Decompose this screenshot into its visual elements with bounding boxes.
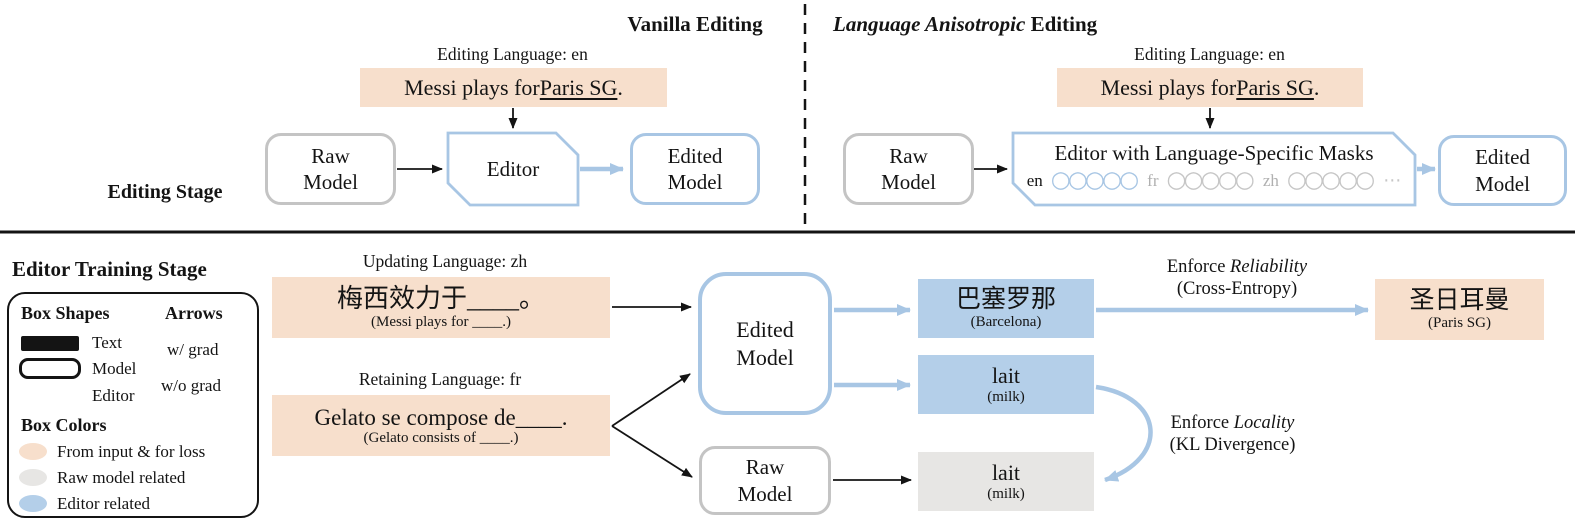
target-answer-text: 圣日耳曼 bbox=[1409, 286, 1510, 314]
retaining-input-box: Gelato se compose de____. (Gelato consis… bbox=[272, 395, 610, 456]
reliability-output-box: 巴塞罗那 (Barcelona) bbox=[918, 279, 1094, 338]
mask-lang-fr: fr bbox=[1147, 170, 1159, 190]
training-edited-model-line2: Model bbox=[736, 344, 794, 370]
legend-blue-swatch bbox=[19, 495, 47, 512]
legend-model-shape-label: Model bbox=[92, 359, 137, 378]
aniso-prompt-end: . bbox=[1313, 74, 1320, 100]
vanilla-editing-language-label: Editing Language: en bbox=[437, 44, 588, 64]
legend-box: Box Shapes Arrows Text Model Editor w/ g… bbox=[7, 292, 259, 518]
vanilla-edited-model-line1: Edited bbox=[667, 143, 723, 168]
training-raw-model-box: Raw Model bbox=[699, 446, 831, 515]
retaining-to-edited-arrow bbox=[611, 373, 691, 427]
vanilla-raw-model-line2: Model bbox=[303, 170, 358, 194]
vanilla-editor-shape bbox=[446, 131, 580, 207]
legend-shapes-title: Box Shapes bbox=[21, 303, 110, 323]
legend-text-shape-swatch bbox=[21, 336, 79, 351]
locality-loss-curved-arrow bbox=[1095, 384, 1153, 483]
vanilla-editing-title: Vanilla Editing bbox=[600, 12, 790, 37]
aniso-edited-model-box: Edited Model bbox=[1438, 135, 1567, 206]
mask-ellipsis: ⋯ bbox=[1383, 170, 1402, 192]
locality-edited-output-gloss: (milk) bbox=[987, 388, 1025, 405]
aniso-raw-model-box: Raw Model bbox=[843, 133, 974, 205]
vanilla-editing-title-text: Vanilla Editing bbox=[627, 12, 763, 36]
locality-loss-term: Locality bbox=[1233, 413, 1295, 433]
reliability-loss-line1: Enforce Reliability bbox=[1128, 257, 1346, 279]
locality-loss-line1: Enforce Locality bbox=[1150, 413, 1315, 435]
anisotropic-title-rest-part: Editing bbox=[1025, 12, 1098, 36]
vanilla-edited-model-box: Edited Model bbox=[630, 133, 760, 205]
editor-training-stage-label: Editor Training Stage bbox=[12, 257, 207, 281]
target-answer-box: 圣日耳曼 (Paris SG) bbox=[1375, 279, 1544, 340]
locality-raw-output-box: lait (milk) bbox=[918, 452, 1094, 511]
aniso-editor-content: Editor with Language-Specific Masks en ○… bbox=[1013, 135, 1415, 203]
locality-edited-output-text: lait bbox=[991, 363, 1021, 389]
mask-lang-zh: zh bbox=[1262, 170, 1279, 190]
legend-gray-label: Raw model related bbox=[57, 468, 186, 487]
aniso-edit-prompt-box: Messi plays for Paris SG. bbox=[1057, 68, 1363, 107]
vanilla-editor-label: Editor bbox=[486, 156, 540, 181]
locality-loss-line2: (KL Divergence) bbox=[1169, 434, 1296, 455]
target-answer-gloss: (Paris SG) bbox=[1428, 315, 1491, 332]
updating-input-text: 梅西效力于____。 bbox=[336, 283, 545, 313]
locality-loss-label: Enforce Locality (KL Divergence) bbox=[1150, 413, 1315, 457]
language-masks-row: en ○○○○○ fr ○○○○○ zh ○○○○○ ⋯ bbox=[1027, 166, 1402, 196]
updating-language-label: Updating Language: zh bbox=[362, 251, 528, 271]
vanilla-edited-model-line2: Model bbox=[667, 170, 723, 194]
vanilla-prompt-target: Paris SG bbox=[539, 74, 618, 100]
editing-stage-label: Editing Stage bbox=[107, 181, 223, 203]
mask-lang-en: en bbox=[1026, 170, 1043, 190]
aniso-raw-model-line2: Model bbox=[881, 170, 936, 194]
reliability-output-text: 巴塞罗那 bbox=[955, 285, 1056, 313]
legend-grad-label: w/ grad bbox=[167, 340, 219, 359]
anisotropic-title-italic-part: Language Anisotropic bbox=[833, 12, 1026, 36]
mask-circles-fr: ○○○○○ bbox=[1166, 167, 1254, 194]
legend-gray-swatch bbox=[19, 469, 47, 486]
aniso-prompt-pre: Messi plays for bbox=[1100, 74, 1237, 100]
retaining-to-raw-arrow bbox=[611, 425, 693, 478]
legend-blue-label: Editor related bbox=[57, 494, 150, 513]
legend-peach-label: From input & for loss bbox=[57, 442, 206, 461]
retaining-language-label: Retaining Language: fr bbox=[358, 369, 522, 389]
locality-edited-output-box: lait (milk) bbox=[918, 355, 1094, 414]
reliability-loss-label: Enforce Reliability (Cross-Entropy) bbox=[1128, 257, 1346, 301]
vanilla-raw-model-line1: Raw bbox=[311, 143, 350, 168]
anisotropic-editing-title: Language Anisotropic Editing bbox=[833, 12, 1097, 37]
legend-colors-title: Box Colors bbox=[21, 415, 107, 435]
updating-input-box: 梅西效力于____。 (Messi plays for ____.) bbox=[272, 277, 610, 338]
training-edited-model-box: Edited Model bbox=[698, 272, 832, 415]
aniso-edited-model-line2: Model bbox=[1475, 171, 1530, 196]
retaining-input-text: Gelato se compose de____. bbox=[314, 404, 568, 430]
aniso-editor-label: Editor with Language-Specific Masks bbox=[1054, 141, 1374, 166]
aniso-raw-model-line1: Raw bbox=[889, 143, 928, 168]
reliability-loss-line2: (Cross-Entropy) bbox=[1176, 278, 1298, 299]
legend-model-shape-swatch bbox=[19, 358, 81, 379]
training-raw-model-line1: Raw bbox=[745, 455, 785, 480]
training-edited-model-line1: Edited bbox=[736, 317, 794, 342]
mask-circles-en: ○○○○○ bbox=[1050, 167, 1139, 194]
reliability-output-gloss: (Barcelona) bbox=[970, 314, 1042, 331]
legend-text-shape-label: Text bbox=[92, 333, 122, 352]
legend-arrows-title: Arrows bbox=[165, 303, 223, 323]
retaining-input-gloss: (Gelato consists of ____.) bbox=[363, 429, 519, 446]
vanilla-prompt-pre: Messi plays for bbox=[404, 74, 540, 100]
legend-nograd-label: w/o grad bbox=[161, 376, 221, 395]
locality-raw-output-gloss: (milk) bbox=[987, 485, 1025, 502]
reliability-loss-pre: Enforce bbox=[1166, 257, 1231, 277]
updating-input-gloss: (Messi plays for ____.) bbox=[371, 313, 511, 330]
locality-loss-pre: Enforce bbox=[1170, 413, 1234, 433]
locality-raw-output-text: lait bbox=[991, 460, 1021, 486]
aniso-prompt-target: Paris SG bbox=[1236, 74, 1314, 100]
reliability-loss-term: Reliability bbox=[1230, 257, 1308, 277]
vanilla-prompt-end: . bbox=[617, 74, 623, 100]
training-raw-model-line2: Model bbox=[737, 481, 793, 506]
legend-peach-swatch bbox=[19, 443, 47, 460]
aniso-editor-shape bbox=[1011, 131, 1417, 207]
aniso-editing-language-label: Editing Language: en bbox=[1134, 44, 1285, 64]
vanilla-edit-prompt-box: Messi plays for Paris SG. bbox=[360, 68, 667, 107]
mask-circles-zh: ○○○○○ bbox=[1286, 167, 1375, 194]
legend-editor-shape-label: Editor bbox=[92, 386, 135, 405]
vanilla-raw-model-box: Raw Model bbox=[265, 133, 396, 205]
aniso-edited-model-line1: Edited bbox=[1475, 145, 1530, 170]
